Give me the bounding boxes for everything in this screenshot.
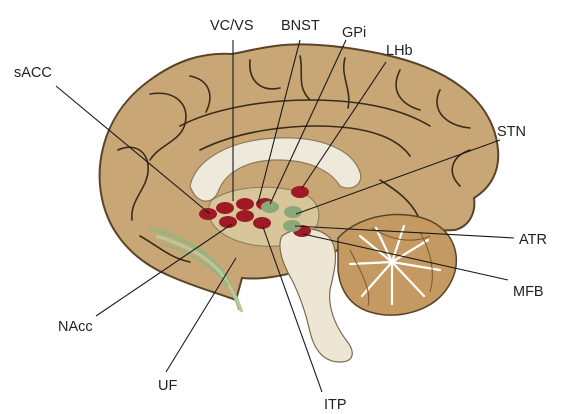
target-lhb (291, 186, 309, 198)
target-sacc-1 (199, 208, 217, 220)
target-itp (253, 217, 271, 229)
label-nacc: NAcc (58, 319, 93, 335)
label-lhb: LHb (386, 43, 413, 59)
target-vcvs-2 (236, 210, 254, 222)
label-bnst: BNST (281, 18, 320, 34)
label-vcvs: VC/VS (210, 18, 254, 34)
label-stn: STN (497, 124, 526, 140)
label-sacc: sACC (14, 65, 52, 81)
label-mfb: MFB (513, 284, 544, 300)
label-atr: ATR (519, 232, 547, 248)
label-itp: ITP (324, 397, 347, 413)
target-stn (284, 206, 302, 218)
label-gpi: GPi (342, 25, 366, 41)
label-uf: UF (158, 378, 177, 394)
target-vcvs-1 (236, 198, 254, 210)
target-sacc-2 (216, 202, 234, 214)
